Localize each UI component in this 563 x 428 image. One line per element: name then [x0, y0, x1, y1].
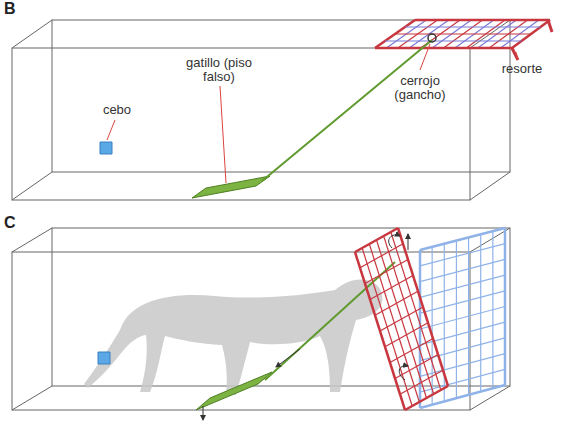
- spring: [512, 20, 552, 60]
- grid-wire: [385, 40, 522, 41]
- part-label: resorte: [492, 62, 552, 76]
- grid-wire: [360, 244, 403, 268]
- part-label: gatillo (piso falso): [180, 56, 258, 84]
- grid-wire: [390, 339, 433, 363]
- trigger-rod: [262, 40, 432, 181]
- leader-lines: [107, 44, 518, 183]
- grid-wire: [385, 323, 428, 347]
- trigger-plate: [192, 176, 270, 198]
- grid-wire: [375, 291, 418, 315]
- door-grid-closed: [355, 228, 505, 410]
- grid-wire: [395, 33, 531, 34]
- trigger-rod: [265, 262, 395, 380]
- grid-wire: [420, 228, 505, 250]
- grid-wire: [400, 370, 443, 394]
- door-grid-open: [375, 20, 550, 48]
- part-label: cerrojo (gancho): [388, 74, 452, 102]
- panel-letter: C: [4, 216, 24, 230]
- grid-wire: [405, 386, 448, 410]
- trigger-plate: [196, 372, 272, 410]
- panel-letter: B: [4, 2, 24, 16]
- grid-wire: [375, 47, 512, 50]
- latch-hook: [428, 34, 436, 42]
- bait-cube: [98, 352, 110, 364]
- trap-box-c: [12, 228, 510, 410]
- motion-arrows: [203, 234, 408, 420]
- grid-wire: [365, 260, 408, 284]
- grid-wire: [415, 19, 550, 22]
- grid-wire: [370, 275, 413, 299]
- part-label: cebo: [100, 103, 134, 117]
- cat-silhouette: [84, 279, 382, 395]
- grid-wire: [405, 26, 541, 27]
- grid-wire: [355, 228, 398, 252]
- grid-wire: [380, 307, 423, 331]
- bait-cube: [100, 142, 112, 154]
